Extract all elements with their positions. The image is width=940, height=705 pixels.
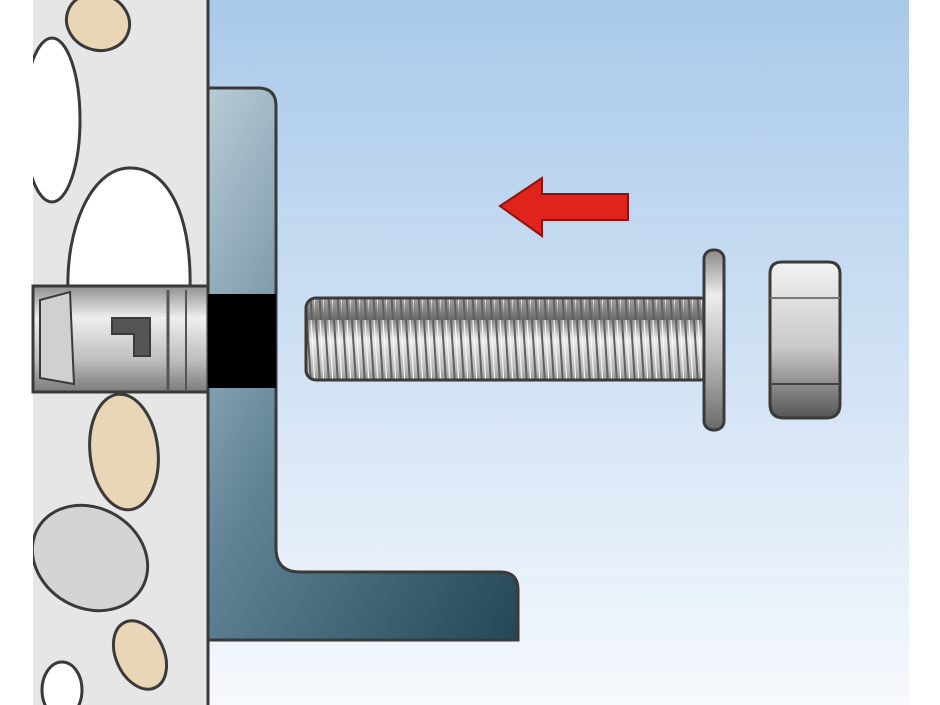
- washer: [702, 248, 726, 432]
- pebble: [64, 0, 132, 52]
- pebble: [40, 660, 84, 705]
- pebble: [33, 503, 150, 613]
- pebble: [88, 392, 160, 512]
- insert-direction-arrow: [498, 176, 629, 238]
- pebble: [33, 36, 82, 204]
- hex-bolt-head: [768, 260, 842, 420]
- pebble: [66, 166, 192, 292]
- expansion-anchor-sleeve: [31, 284, 210, 394]
- bolt-shank: [304, 296, 712, 382]
- black-spacer: [208, 294, 276, 388]
- pebble: [111, 619, 169, 691]
